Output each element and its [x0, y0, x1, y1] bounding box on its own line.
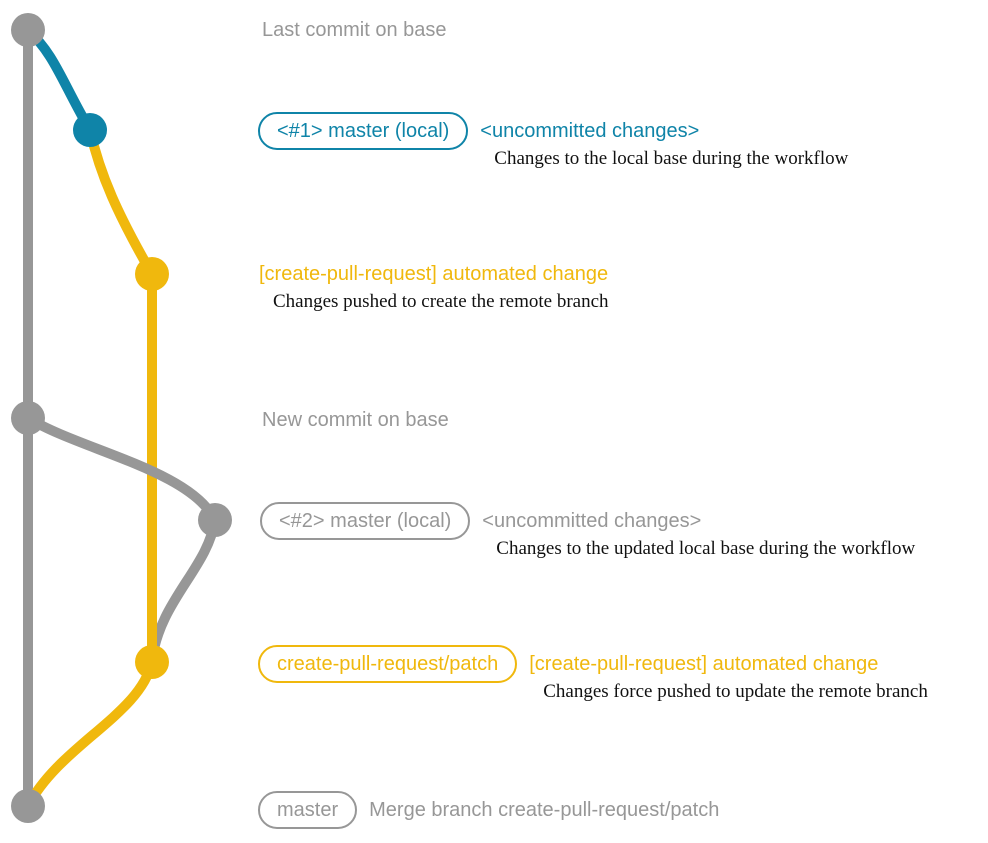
commit-note: Changes to the local base during the wor…: [494, 148, 849, 169]
master-local-branch-curve-1: [24, 26, 95, 133]
commit-row-new-base: New commit on base: [262, 401, 449, 439]
commit-row-master-local-1: <#1> master (local) <uncommitted changes…: [258, 112, 848, 172]
master-local-merge-curve: [147, 519, 220, 661]
master-local-branch-curve-2: [25, 413, 220, 523]
commit-dot-patch-2: [135, 645, 169, 679]
commit-dot-patch-1: [135, 257, 169, 291]
commit-message: Last commit on base: [262, 19, 447, 41]
commit-dot-last-base: [11, 13, 45, 47]
branch-badge: <#1> master (local): [258, 112, 469, 150]
commit-message: [create-pull-request] automated change: [529, 653, 879, 675]
commit-dot-merge: [11, 789, 45, 823]
commit-note: Changes force pushed to update the remot…: [543, 681, 928, 702]
commit-message: Merge branch create-pull-request/patch: [369, 799, 720, 821]
commit-row-master-local-2: <#2> master (local) <uncommitted changes…: [260, 502, 915, 562]
commit-message: [create-pull-request] automated change: [259, 263, 609, 285]
branch-badge: master: [258, 791, 358, 829]
commit-row-last-base: Last commit on base: [262, 11, 447, 49]
commit-row-patch-2: create-pull-request/patch [create-pull-r…: [258, 645, 928, 705]
branch-badge: <#2> master (local): [260, 502, 471, 540]
commit-row-patch-1: [create-pull-request] automated change C…: [259, 255, 609, 315]
commit-message: New commit on base: [262, 409, 449, 431]
commit-dot-new-base: [11, 401, 45, 435]
commit-message: <uncommitted changes>: [480, 120, 700, 142]
commit-note: Changes to the updated local base during…: [496, 538, 916, 559]
commit-graph: [11, 13, 232, 823]
commit-dot-master-local-2: [198, 503, 232, 537]
commit-dot-master-local-1: [73, 113, 107, 147]
commit-note: Changes pushed to create the remote bran…: [273, 291, 609, 312]
branch-badge: create-pull-request/patch: [258, 645, 518, 683]
commit-message: <uncommitted changes>: [482, 510, 702, 532]
commit-row-merge: master Merge branch create-pull-request/…: [258, 791, 719, 829]
